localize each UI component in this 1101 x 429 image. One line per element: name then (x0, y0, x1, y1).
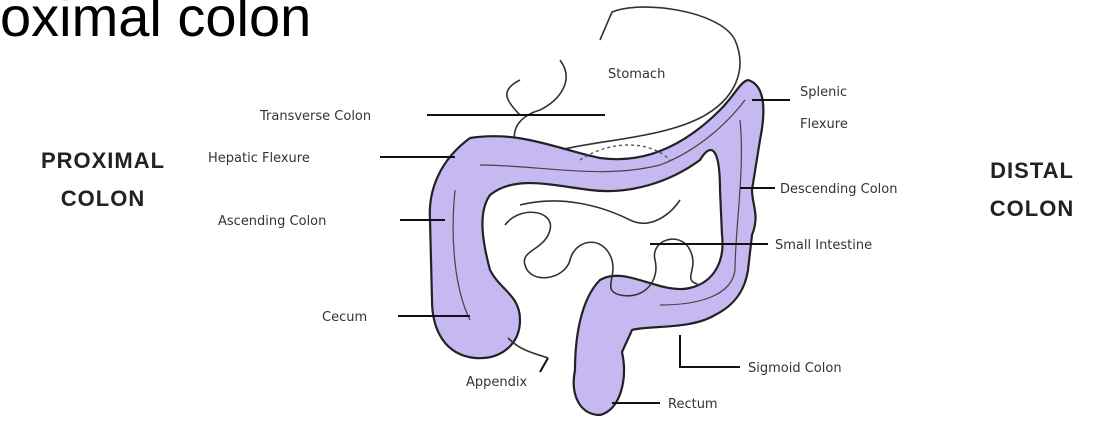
label-small-intestine: Small Intestine (775, 238, 872, 253)
label-transverse-colon: Transverse Colon (259, 109, 371, 124)
label-splenic-flexure-1: Splenic (800, 85, 847, 100)
label-stomach: Stomach (608, 67, 665, 82)
stomach-inner (507, 80, 520, 115)
leader-appendix (540, 358, 548, 372)
label-cecum: Cecum (322, 310, 367, 325)
leader-sigmoid-colon (680, 335, 740, 367)
label-ascending-colon: Ascending Colon (218, 214, 326, 229)
small-intestine-loops-2 (520, 200, 680, 223)
label-splenic-flexure-2: Flexure (800, 117, 848, 132)
label-sigmoid-colon: Sigmoid Colon (748, 361, 842, 376)
label-descending-colon: Descending Colon (780, 182, 898, 197)
colon-body (430, 80, 764, 415)
label-hepatic-flexure: Hepatic Flexure (208, 151, 310, 166)
label-rectum: Rectum (668, 397, 718, 412)
label-appendix: Appendix (466, 375, 527, 390)
